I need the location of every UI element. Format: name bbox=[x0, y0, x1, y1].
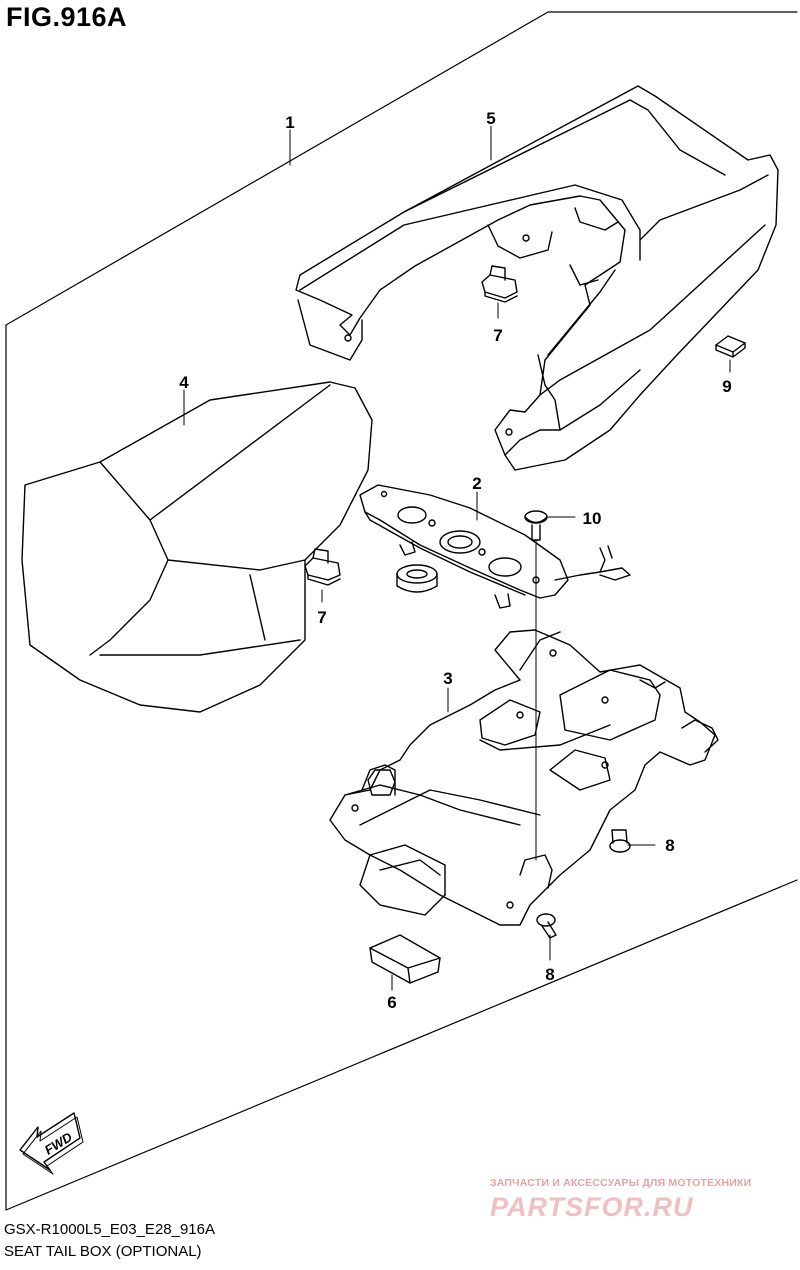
callout-part-7-lower: 7 bbox=[317, 608, 326, 627]
callout-part-1: 1 bbox=[285, 113, 294, 132]
clip-nut-lower bbox=[304, 548, 341, 586]
seat-pad bbox=[21, 381, 373, 713]
clip-nut-upper bbox=[481, 265, 518, 303]
bolt-bottom bbox=[536, 913, 557, 939]
callout-part-8-bottom: 8 bbox=[545, 965, 554, 984]
frame-grommet bbox=[367, 769, 396, 796]
model-code: GSX-R1000L5_E03_E28_916A bbox=[4, 1221, 215, 1238]
base-frame bbox=[329, 629, 719, 926]
callout-part-7-upper: 7 bbox=[493, 326, 502, 345]
assembly-boundary bbox=[5, 11, 798, 1211]
section-name: SEAT TAIL BOX (OPTIONAL) bbox=[4, 1243, 202, 1260]
watermark-logo: PARTSFOR.RU bbox=[490, 1192, 694, 1222]
callout-part-3: 3 bbox=[443, 669, 452, 688]
rubber-grommet bbox=[396, 564, 438, 593]
callout-part-5: 5 bbox=[486, 109, 495, 128]
callout-part-9: 9 bbox=[722, 377, 731, 396]
callout-part-8-right: 8 bbox=[665, 836, 674, 855]
figure-title: FIG.916A bbox=[6, 2, 128, 32]
bolt-right bbox=[609, 829, 631, 853]
fwd-arrow: FWD bbox=[19, 1112, 84, 1175]
callout-part-10: 10 bbox=[583, 509, 602, 528]
seat-tail-cowl bbox=[295, 85, 779, 471]
small-pad bbox=[715, 335, 746, 358]
mounting-bracket bbox=[359, 484, 631, 609]
watermark-caption: ЗАПЧАСТИ И АКСЕССУАРЫ ДЛЯ МОТОТЕХНИКИ bbox=[490, 1177, 752, 1189]
rubber-pad bbox=[369, 934, 441, 984]
callout-part-4: 4 bbox=[179, 373, 189, 392]
callout-part-2: 2 bbox=[472, 474, 481, 493]
callout-part-6: 6 bbox=[387, 993, 396, 1012]
screw bbox=[524, 510, 548, 541]
